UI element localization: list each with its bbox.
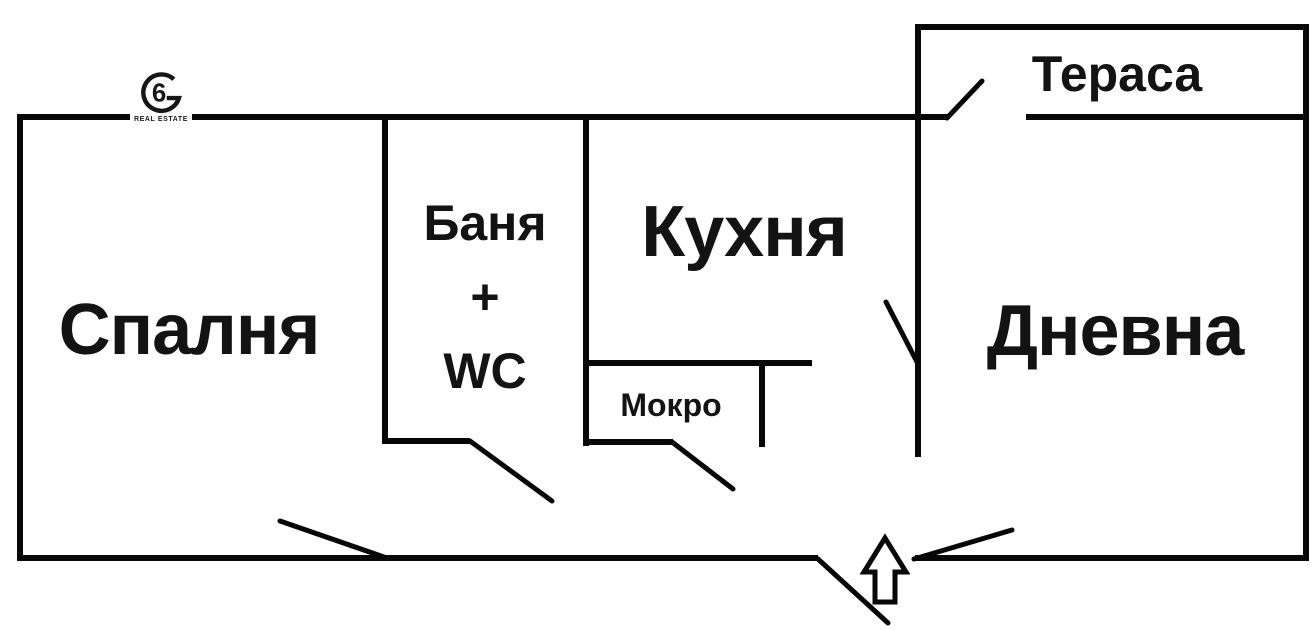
room-label-terrace: Тераса (1031, 45, 1203, 102)
agency-logo: 6 REAL ESTATE (130, 70, 192, 134)
g6-monogram-icon: 6 (141, 72, 182, 113)
door-swing-terrace (944, 78, 985, 121)
room-label-bath-wc: Баня + WC (423, 186, 546, 408)
door-swing-bath (467, 438, 555, 504)
door-swing-entrance-outer (815, 556, 891, 626)
room-label-bath-line1: Баня (423, 195, 547, 251)
room-label-bedroom: Спалня (58, 290, 321, 371)
logo-caption: REAL ESTATE (133, 116, 189, 123)
door-swing-utility (669, 439, 736, 492)
door-swing-corridor (277, 518, 387, 560)
entrance-up-arrow-icon (859, 533, 911, 605)
logo-digit: 6 (152, 80, 166, 108)
door-swing-entrance-inner (911, 527, 1015, 562)
door-swing-kitchen (883, 299, 920, 365)
room-label-utility: Мокро (620, 387, 722, 424)
room-label-bath-line2: + (470, 269, 500, 325)
room-label-living: Дневна (986, 291, 1245, 372)
room-label-bath-line3: WC (443, 343, 527, 399)
room-label-kitchen: Кухня (641, 192, 847, 273)
